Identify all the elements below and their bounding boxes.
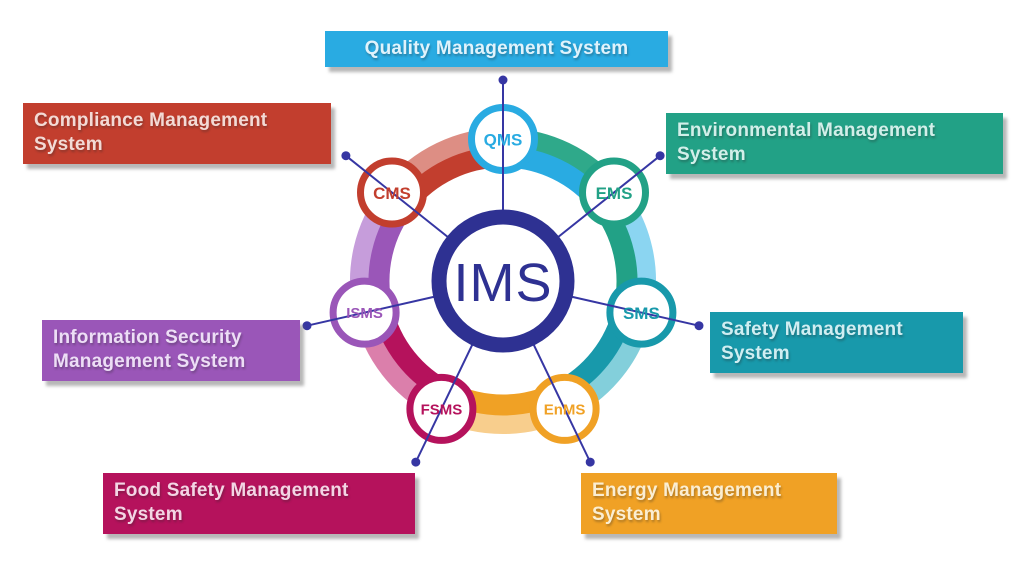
enms-connector-dot	[585, 457, 595, 467]
sms-node-label: SMS	[623, 304, 660, 323]
label-safety-management-system: Safety Management System	[710, 312, 963, 373]
label-information-security-management-system: Information Security Management System	[42, 320, 300, 381]
enms-connector-line	[532, 343, 590, 459]
isms-connector-line	[310, 295, 436, 326]
isms-connector-dot	[302, 321, 312, 331]
enms-node-label: EnMS	[544, 401, 586, 418]
cms-connector-line	[348, 157, 449, 239]
ims-center-label: IMS	[453, 253, 552, 313]
fsms-connector-line	[416, 343, 474, 459]
label-compliance-management-system: Compliance Management System	[23, 103, 331, 164]
fsms-connector-dot	[411, 457, 421, 467]
qms-node-label: QMS	[484, 131, 523, 150]
ems-connector-dot	[655, 151, 665, 161]
label-food-safety-management-system: Food Safety Management System	[103, 473, 415, 534]
qms-connector-dot	[498, 75, 508, 85]
ims-center-circle	[431, 209, 575, 353]
label-energy-management-system: Energy Management System	[581, 473, 837, 534]
label-environmental-management-system: Environmental Management System	[666, 113, 1003, 174]
label-quality-management-system: Quality Management System	[325, 31, 668, 68]
cms-node-label: CMS	[373, 184, 411, 203]
fsms-node-label: FSMS	[421, 401, 463, 418]
cms-connector-dot	[341, 151, 351, 161]
sms-connector-dot	[694, 321, 704, 331]
isms-node-label: ISMS	[346, 305, 383, 322]
ems-node-label: EMS	[596, 184, 633, 203]
sms-connector-line	[570, 295, 696, 326]
ems-connector-line	[557, 157, 658, 239]
